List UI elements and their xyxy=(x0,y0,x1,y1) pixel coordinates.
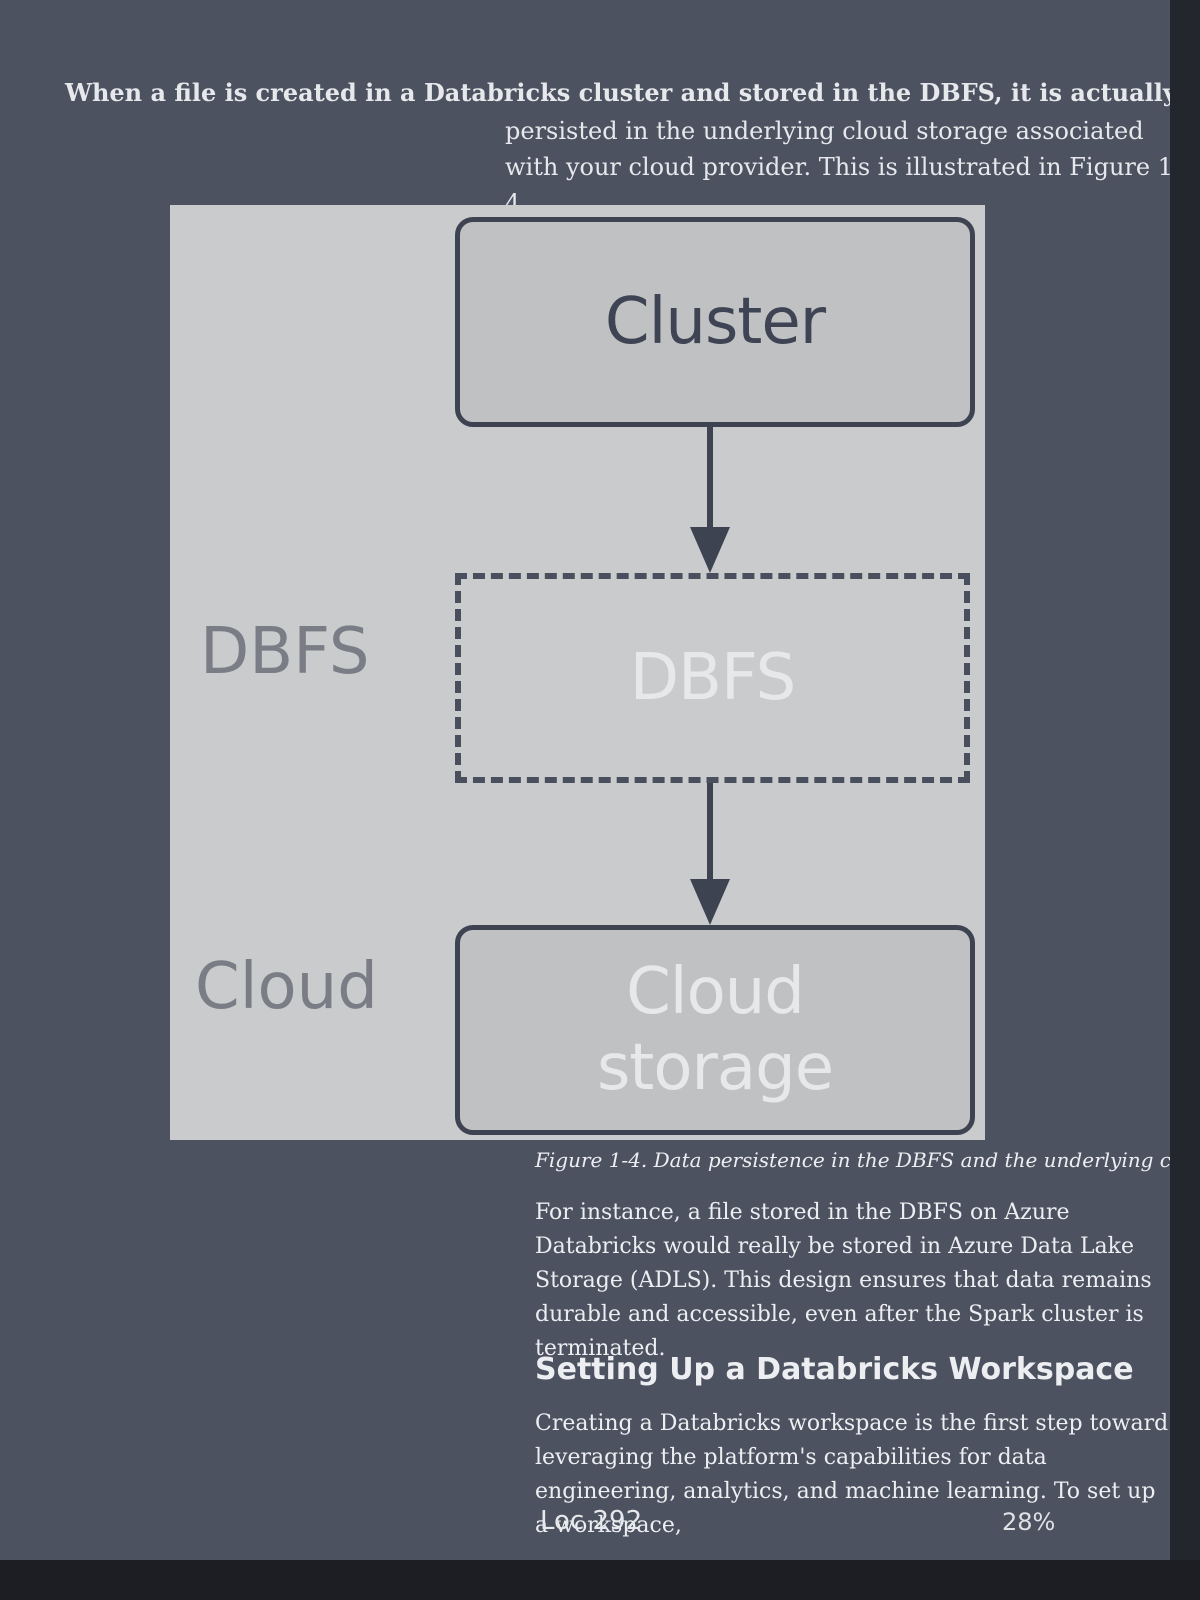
intro-lead-text: When a file is created in a Databricks c… xyxy=(65,78,1176,107)
figure-caption: Figure 1-4. Data persistence in the DBFS… xyxy=(535,1148,1176,1172)
progress-percent: 28% xyxy=(1002,1508,1056,1536)
cloud-storage-label-line1: Cloud xyxy=(626,955,805,1029)
device-bezel-right xyxy=(1170,0,1200,1600)
dbfs-node: DBFS xyxy=(455,573,970,783)
cloud-storage-label: Cloud storage xyxy=(460,954,970,1106)
body-paragraph-2: Creating a Databricks workspace is the f… xyxy=(535,1411,1169,1538)
device-bezel-bottom xyxy=(0,1560,1200,1600)
intro-rest-text: persisted in the underlying cloud storag… xyxy=(505,117,1176,217)
reader-screen: When a file is created in a Databricks c… xyxy=(0,0,1176,1560)
cluster-label: Cluster xyxy=(604,285,826,359)
arrow-down-icon xyxy=(690,783,730,925)
arrow-down-icon xyxy=(690,427,730,573)
location-indicator: Loc 292 xyxy=(540,1506,643,1536)
ghost-storage-label: Cloud xyxy=(195,950,378,1024)
cluster-node: Cluster xyxy=(455,217,975,427)
cloud-storage-label-line2: storage xyxy=(596,1031,834,1105)
body-paragraph-1: For instance, a file stored in the DBFS … xyxy=(535,1200,1152,1361)
section-heading: Setting Up a Databricks Workspace xyxy=(535,1352,1134,1387)
cloud-storage-node: Cloud storage xyxy=(455,925,975,1135)
figure-diagram: DBFS Cloud Cluster DBFS Cloud storage xyxy=(170,205,985,1140)
ghost-dbfs-label: DBFS xyxy=(200,615,370,689)
dbfs-label: DBFS xyxy=(629,641,797,715)
